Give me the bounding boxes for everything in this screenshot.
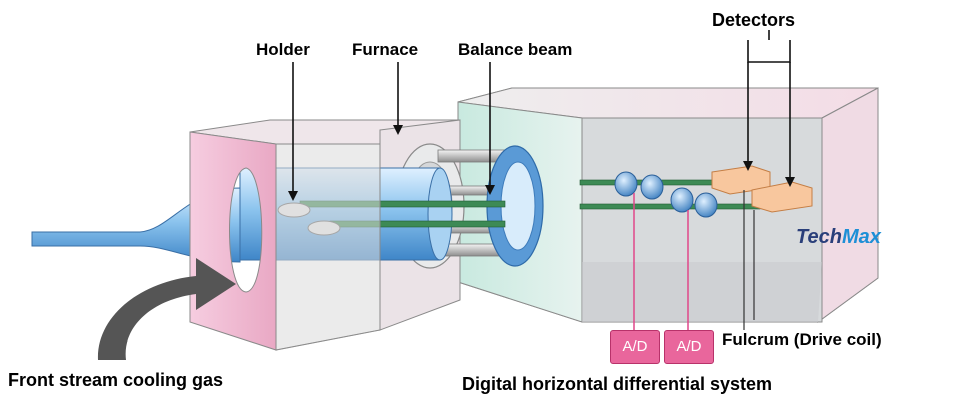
detector-assembly bbox=[614, 171, 718, 218]
fulcrum-lines bbox=[743, 190, 755, 330]
brand-logo: TechMax bbox=[796, 226, 881, 249]
digital-system-label: Digital horizontal differential system bbox=[462, 374, 773, 394]
cooling-gas-arrow bbox=[97, 258, 236, 360]
balance-beam-label: Balance beam bbox=[458, 40, 573, 59]
label-pointers bbox=[288, 30, 795, 201]
brand-part2: Max bbox=[841, 226, 881, 248]
reaction-tube bbox=[31, 167, 453, 263]
fulcrum-label: Fulcrum (Drive coil) bbox=[722, 330, 882, 349]
furnace-label: Furnace bbox=[352, 40, 419, 59]
front-stream-label: Front stream cooling gas bbox=[8, 370, 224, 390]
ad-converter-right: A/D bbox=[664, 330, 714, 364]
detectors-label: Detectors bbox=[712, 10, 796, 30]
detector-blocks bbox=[711, 165, 813, 213]
furnace-front bbox=[189, 131, 381, 351]
balance-flange-ring bbox=[486, 145, 544, 267]
holder-label: Holder bbox=[256, 40, 310, 59]
signal-lines bbox=[633, 193, 689, 330]
ad-converter-left: A/D bbox=[610, 330, 660, 364]
brand-part1: Tech bbox=[796, 226, 842, 248]
